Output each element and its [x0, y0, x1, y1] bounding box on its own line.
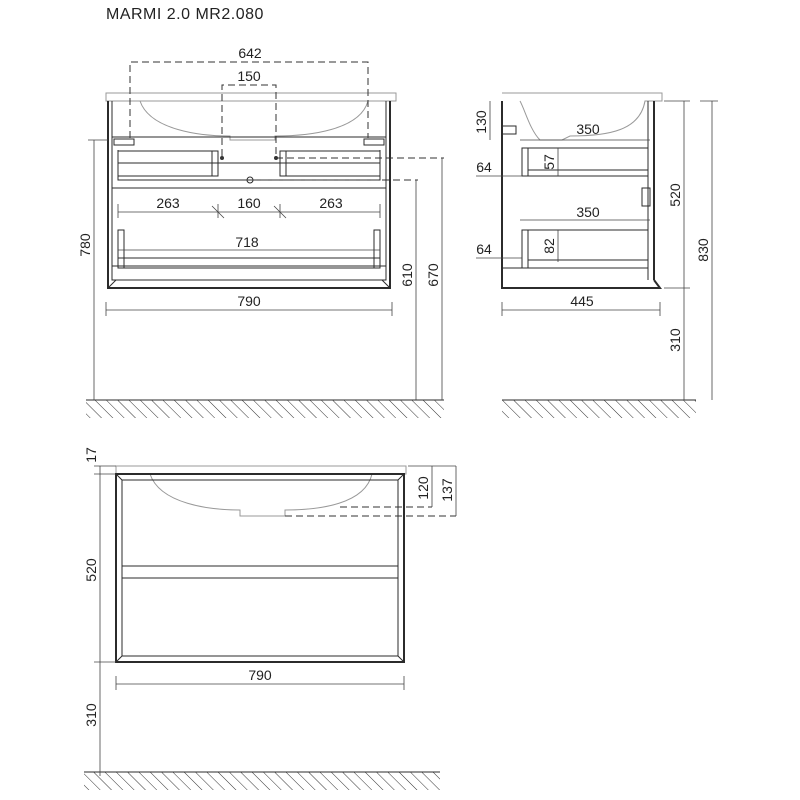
floor-hatch: [86, 400, 444, 418]
dim-610: 610: [399, 263, 415, 287]
dim-790-bottom: 790: [248, 667, 272, 683]
dim-642: 642: [238, 45, 262, 61]
dim-310-bottom: 310: [83, 703, 99, 727]
dim-150: 150: [237, 68, 261, 84]
floor-hatch-side: [502, 400, 696, 418]
basin-top: [105, 92, 397, 102]
dim-17: 17: [83, 447, 99, 463]
dim-350-top: 350: [576, 121, 600, 137]
floor-hatch-bottom: [84, 772, 440, 790]
dim-64-top: 64: [476, 159, 492, 175]
dim-718: 718: [235, 234, 259, 250]
dim-120: 120: [415, 476, 431, 500]
side-view: 130 350 64 57 350 82 64 445 520 830 310: [473, 92, 718, 418]
dim-310-side: 310: [667, 328, 683, 352]
dim-263-left: 263: [156, 195, 180, 211]
dim-790: 790: [237, 293, 261, 309]
dim-137: 137: [439, 478, 455, 502]
dim-57: 57: [541, 154, 557, 170]
basin-bowl: [139, 100, 369, 141]
cabinet-outline: [107, 101, 391, 289]
drawing-title: MARMI 2.0 MR2.080: [106, 6, 264, 23]
dim-82: 82: [541, 238, 557, 254]
dim-830: 830: [695, 238, 711, 262]
dim-130: 130: [473, 110, 489, 134]
dim-263-right: 263: [319, 195, 343, 211]
front-view: 642 150 263 160 263 718 790 780 610 670: [77, 45, 444, 418]
dim-520-side: 520: [667, 183, 683, 207]
dim-520-bottom: 520: [83, 558, 99, 582]
closed-front-view: 17 520 120 137 790 310: [83, 447, 457, 790]
dim-780: 780: [77, 233, 93, 257]
dim-160: 160: [237, 195, 261, 211]
dim-350-bottom: 350: [576, 204, 600, 220]
dim-445: 445: [570, 293, 594, 309]
dim-64-bottom: 64: [476, 241, 492, 257]
dim-670: 670: [425, 263, 441, 287]
